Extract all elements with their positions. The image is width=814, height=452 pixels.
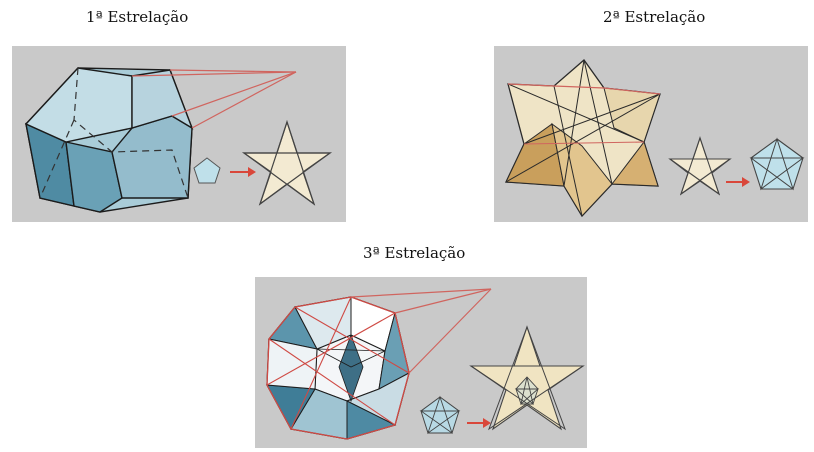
pentagon-icon xyxy=(194,158,220,183)
third-stellation-panel xyxy=(255,277,587,448)
pentagram-icon xyxy=(244,122,330,204)
third-stellation-illustration xyxy=(255,277,587,448)
first-stellation-illustration xyxy=(12,46,346,222)
pentagon-with-star-icon xyxy=(421,397,459,433)
arrow-right-icon xyxy=(726,177,750,187)
arrow-right-icon xyxy=(467,418,491,428)
second-stellation-panel xyxy=(494,46,808,222)
arrow-right-icon xyxy=(230,167,256,177)
first-stellation-panel xyxy=(12,46,346,222)
pentagram-icon xyxy=(471,327,583,429)
great-dodecahedron-icon xyxy=(267,297,409,439)
second-stellation-illustration xyxy=(494,46,808,222)
caption-third-stellation: 3ª Estrelação xyxy=(363,244,465,262)
dodecahedron-icon xyxy=(26,68,192,212)
pentagram-icon xyxy=(670,138,730,194)
caption-first-stellation: 1ª Estrelação xyxy=(86,8,188,26)
caption-second-stellation: 2ª Estrelação xyxy=(603,8,705,26)
stellated-dodecahedron-icon xyxy=(506,60,660,216)
pentagon-with-star-icon xyxy=(751,139,803,189)
